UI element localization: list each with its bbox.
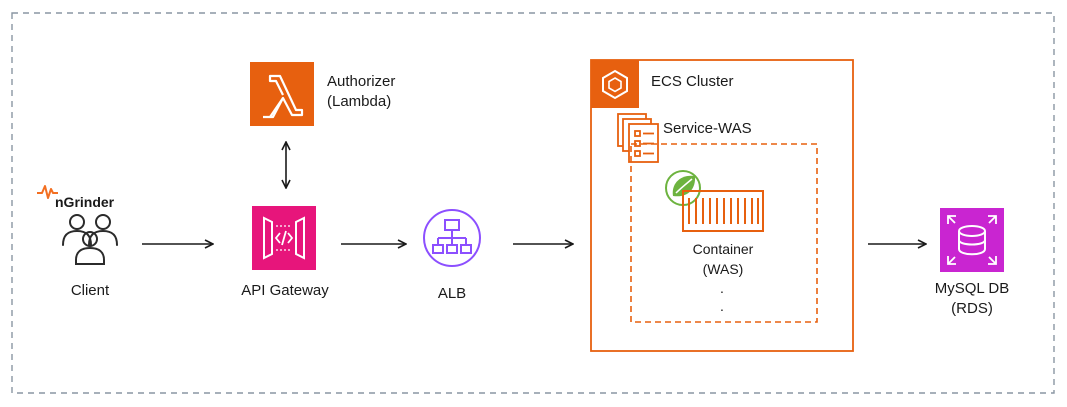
container-label-line1: Container [692,241,754,257]
client-label: Client [70,282,110,299]
lambda-icon [250,62,314,126]
outer-boundary [11,12,1055,394]
ngrinder-brand-label: nGrinder [55,194,115,210]
container-icon [682,190,764,232]
service-label: Service-WAS [663,120,752,137]
container-ellipsis-dot-2: . [720,298,724,314]
database-label-line2: (RDS) [951,300,993,317]
users-icon [62,214,118,265]
authorizer-label-line2: (Lambda) [327,93,392,110]
authorizer-label-line1: Authorizer [327,73,396,90]
ecs-cluster-label: ECS Cluster [651,73,734,90]
ecs-service-icon [617,113,659,163]
ecs-cluster-boundary [590,59,854,352]
api-gateway-icon [252,206,316,270]
ecs-icon [591,60,639,108]
alb-label: ALB [437,285,467,302]
database-label-line1: MySQL DB [934,280,1010,297]
service-boundary [630,143,818,323]
container-ellipsis-dot-1: . [720,280,724,296]
rds-icon [940,208,1004,272]
ngrinder-logo-icon [37,185,58,199]
api-gateway-label: API Gateway [241,282,329,299]
container-label-line2: (WAS) [702,261,744,277]
load-balancer-icon [423,209,481,267]
